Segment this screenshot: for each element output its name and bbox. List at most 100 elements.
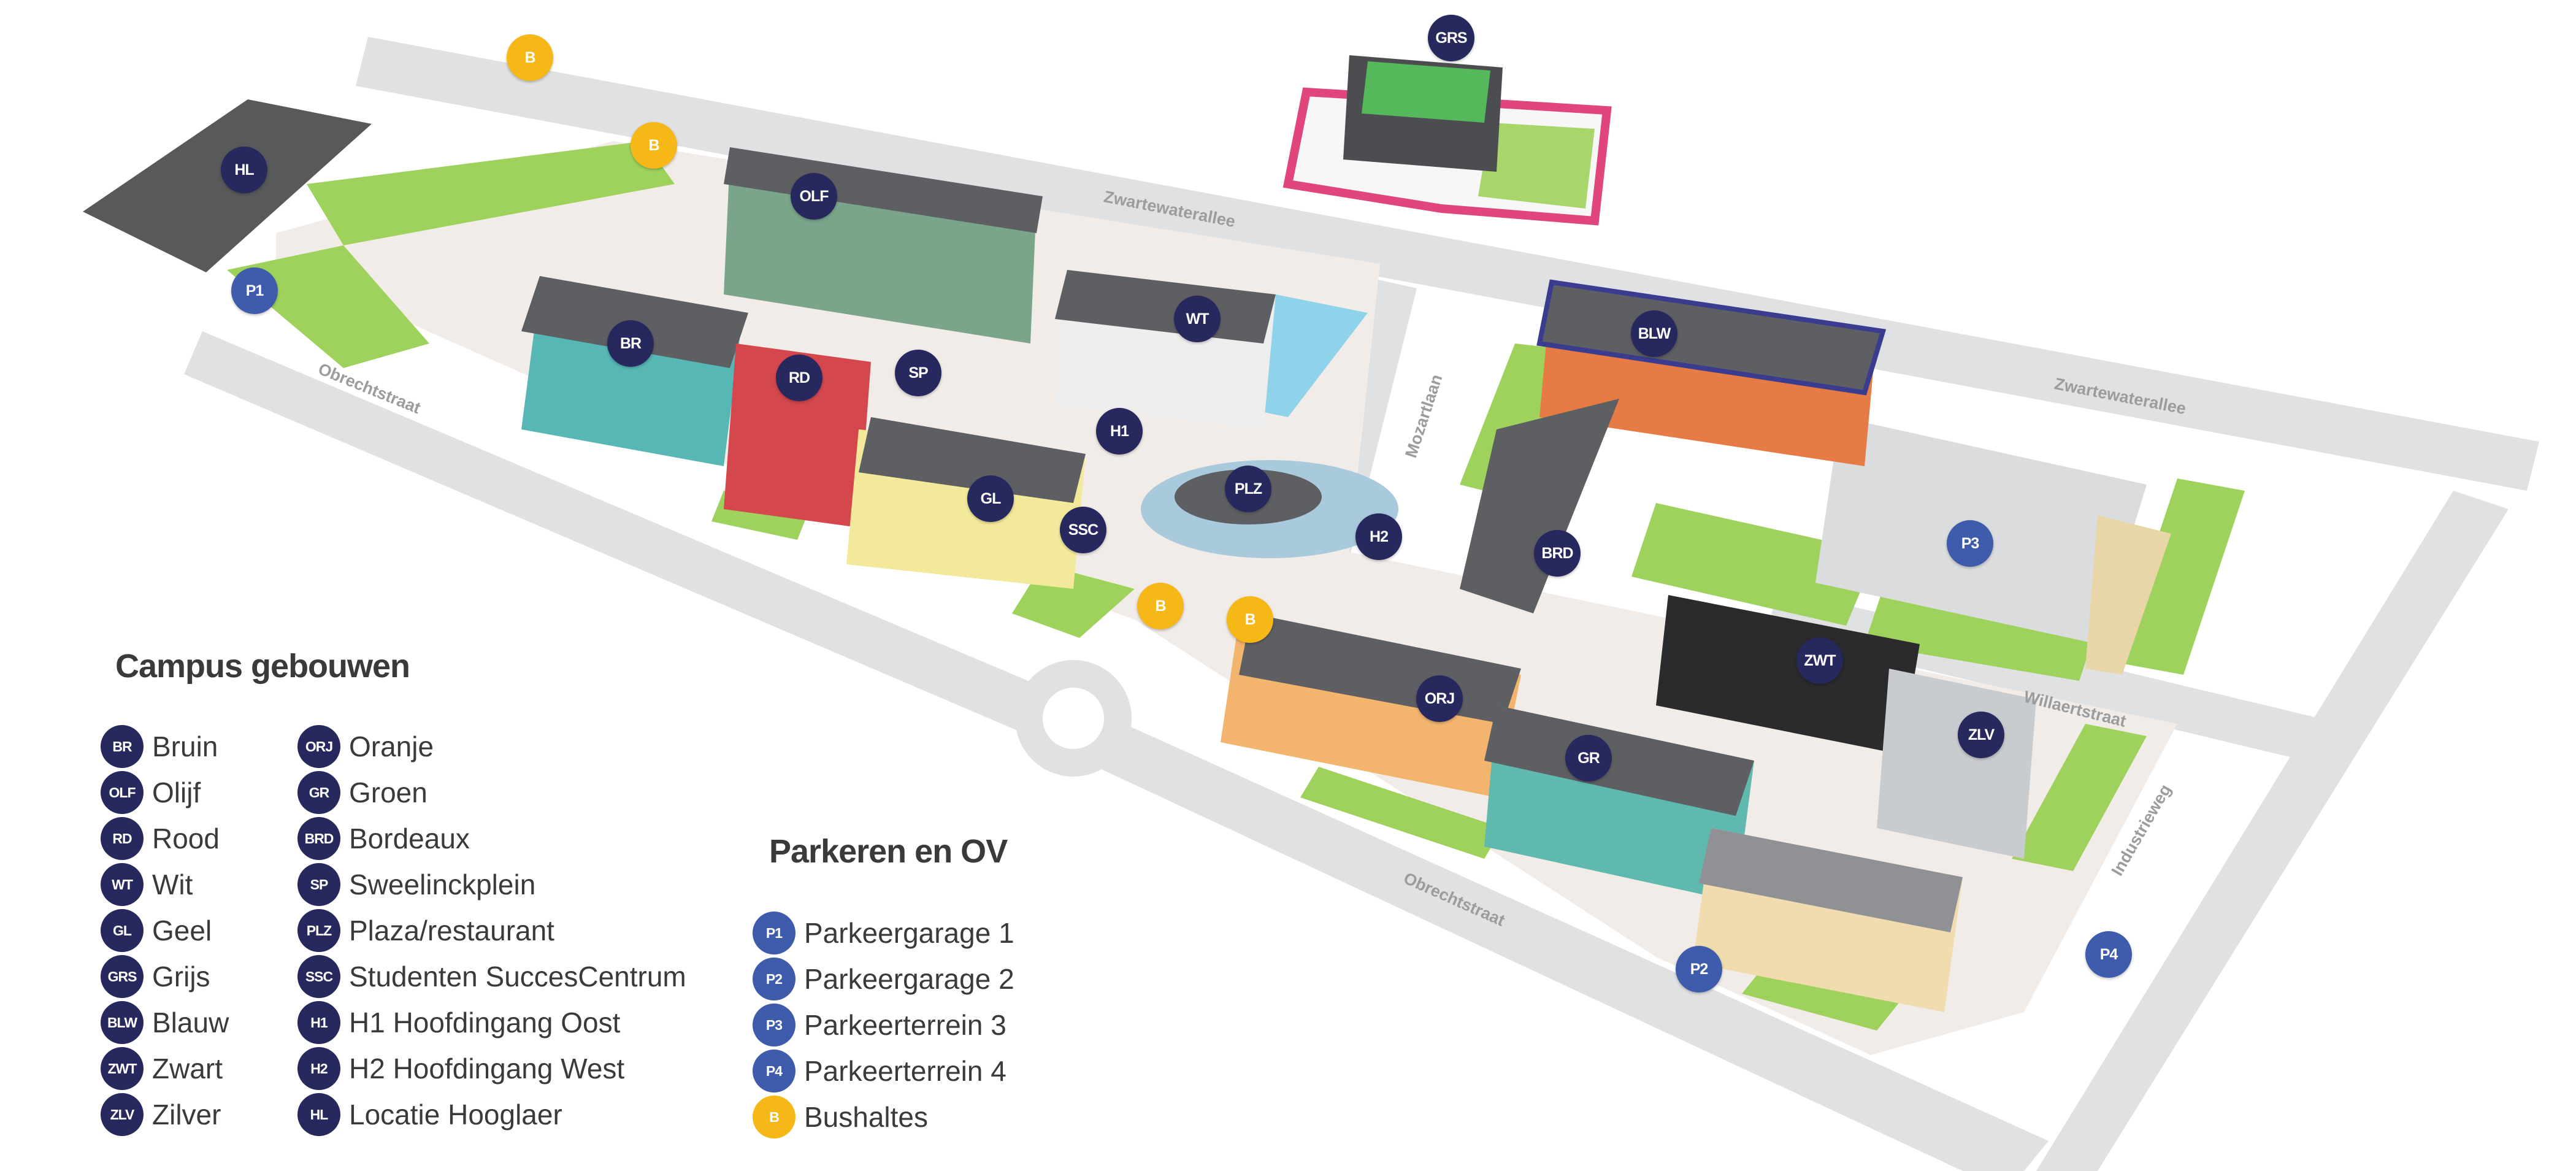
- marker-blw[interactable]: BLW: [1631, 310, 1677, 357]
- marker-zwt[interactable]: ZWT: [1796, 637, 1843, 684]
- marker-sp[interactable]: SP: [895, 350, 941, 396]
- legend-item: BR Bruin: [101, 724, 218, 769]
- legend-item: HL Locatie Hooglaer: [297, 1092, 562, 1137]
- legend-label: Studenten SuccesCentrum: [349, 961, 686, 992]
- legend-label: Blauw: [152, 1007, 229, 1039]
- legend-item: SP Sweelinckplein: [297, 862, 535, 907]
- marker-h1[interactable]: H1: [1096, 408, 1143, 455]
- marker-brd[interactable]: BRD: [1534, 530, 1581, 577]
- legend-item: P4 Parkeerterrein 4: [753, 1049, 1006, 1093]
- legend-item: P1 Parkeergarage 1: [753, 911, 1014, 955]
- legend-badge: P2: [753, 958, 795, 1000]
- road-industrieweg: [2036, 491, 2509, 1171]
- legend-label: Groen: [349, 777, 427, 808]
- legend-label: Bordeaux: [349, 823, 470, 854]
- legend-label: Sweelinckplein: [349, 869, 536, 900]
- legend-label: Parkeerterrein 3: [804, 1009, 1006, 1041]
- legend-badge: H2: [297, 1047, 340, 1090]
- legend-label: H1 Hoofdingang Oost: [349, 1007, 621, 1039]
- legend-badge: BR: [101, 725, 144, 768]
- green-areas: [227, 141, 2245, 1031]
- marker-wt[interactable]: WT: [1174, 296, 1221, 342]
- legend-label: Bruin: [152, 731, 218, 762]
- road-zwartewaterallee: [356, 37, 2539, 491]
- marker-grs[interactable]: GRS: [1428, 15, 1474, 61]
- legend-label: Parkeerterrein 4: [804, 1055, 1006, 1087]
- legend-label: Oranje: [349, 731, 434, 762]
- legend-badge: P3: [753, 1004, 795, 1046]
- legend-badge: ORJ: [297, 725, 340, 768]
- marker-plz[interactable]: PLZ: [1225, 466, 1271, 512]
- legend-badge: BRD: [297, 817, 340, 860]
- marker-bus-stop[interactable]: B: [631, 122, 677, 169]
- legend-label: Locatie Hooglaer: [349, 1099, 562, 1131]
- legend-label: Plaza/restaurant: [349, 915, 554, 946]
- legend-title-buildings: Campus gebouwen: [115, 648, 410, 685]
- marker-hl[interactable]: HL: [221, 147, 267, 193]
- legend-item: GR Groen: [297, 770, 427, 815]
- legend-badge: GR: [297, 771, 340, 814]
- legend-badge: ZWT: [101, 1047, 144, 1090]
- legend-item: B Bushaltes: [753, 1095, 928, 1139]
- legend-label: Zilver: [152, 1099, 221, 1131]
- legend-label: H2 Hoofdingang West: [349, 1053, 625, 1085]
- legend-item: P2 Parkeergarage 2: [753, 957, 1014, 1001]
- marker-bus-stop[interactable]: B: [1227, 596, 1273, 643]
- legend-item: ORJ Oranje: [297, 724, 434, 769]
- legend-badge: H1: [297, 1001, 340, 1044]
- marker-p3[interactable]: P3: [1947, 520, 1993, 567]
- marker-h2[interactable]: H2: [1355, 513, 1402, 560]
- legend-label: Zwart: [152, 1053, 223, 1085]
- marker-bus-stop[interactable]: B: [507, 34, 553, 81]
- legend-label: Parkeergarage 1: [804, 917, 1014, 949]
- legend-item: SSC Studenten SuccesCentrum: [297, 954, 686, 999]
- legend-label: Olijf: [152, 777, 201, 808]
- marker-gr[interactable]: GR: [1565, 735, 1612, 781]
- legend-label: Parkeergarage 2: [804, 963, 1014, 995]
- marker-p1[interactable]: P1: [231, 267, 278, 314]
- marker-gl[interactable]: GL: [967, 475, 1014, 522]
- legend-item: WT Wit: [101, 862, 193, 907]
- legend-label: Rood: [152, 823, 220, 854]
- marker-olf[interactable]: OLF: [791, 173, 837, 220]
- legend-badge: B: [753, 1096, 795, 1138]
- marker-zlv[interactable]: ZLV: [1958, 712, 2004, 758]
- legend-badge: PLZ: [297, 909, 340, 952]
- grs-field: [1478, 123, 1595, 209]
- legend-badge: BLW: [101, 1001, 144, 1044]
- legend-item: H2 H2 Hoofdingang West: [297, 1046, 624, 1091]
- marker-p4[interactable]: P4: [2085, 931, 2132, 978]
- legend-badge: P4: [753, 1050, 795, 1092]
- legend-badge: SSC: [297, 955, 340, 998]
- marker-br[interactable]: BR: [607, 320, 654, 367]
- legend-label: Grijs: [152, 961, 210, 992]
- legend-label: Wit: [152, 869, 193, 900]
- legend-badge: P1: [753, 912, 795, 954]
- buildings: [521, 55, 2171, 1012]
- legend-badge: RD: [101, 817, 144, 860]
- legend-badge: OLF: [101, 771, 144, 814]
- legend-item: BRD Bordeaux: [297, 816, 470, 861]
- legend-badge: SP: [297, 863, 340, 906]
- legend-item: PLZ Plaza/restaurant: [297, 908, 554, 953]
- marker-rd[interactable]: RD: [776, 355, 822, 401]
- legend-item: OLF Olijf: [101, 770, 201, 815]
- legend-item: P3 Parkeerterrein 3: [753, 1003, 1006, 1047]
- legend-label: Bushaltes: [804, 1101, 929, 1133]
- marker-orj[interactable]: ORJ: [1416, 675, 1463, 722]
- legend-item: RD Rood: [101, 816, 220, 861]
- marker-bus-stop[interactable]: B: [1137, 583, 1184, 629]
- legend-item: H1 H1 Hoofdingang Oost: [297, 1000, 620, 1045]
- legend-badge: WT: [101, 863, 144, 906]
- marker-p2[interactable]: P2: [1676, 946, 1722, 992]
- legend-badge: ZLV: [101, 1093, 144, 1136]
- legend-title-parking: Parkeren en OV: [769, 833, 1008, 870]
- legend-badge: HL: [297, 1093, 340, 1136]
- marker-ssc[interactable]: SSC: [1060, 507, 1106, 553]
